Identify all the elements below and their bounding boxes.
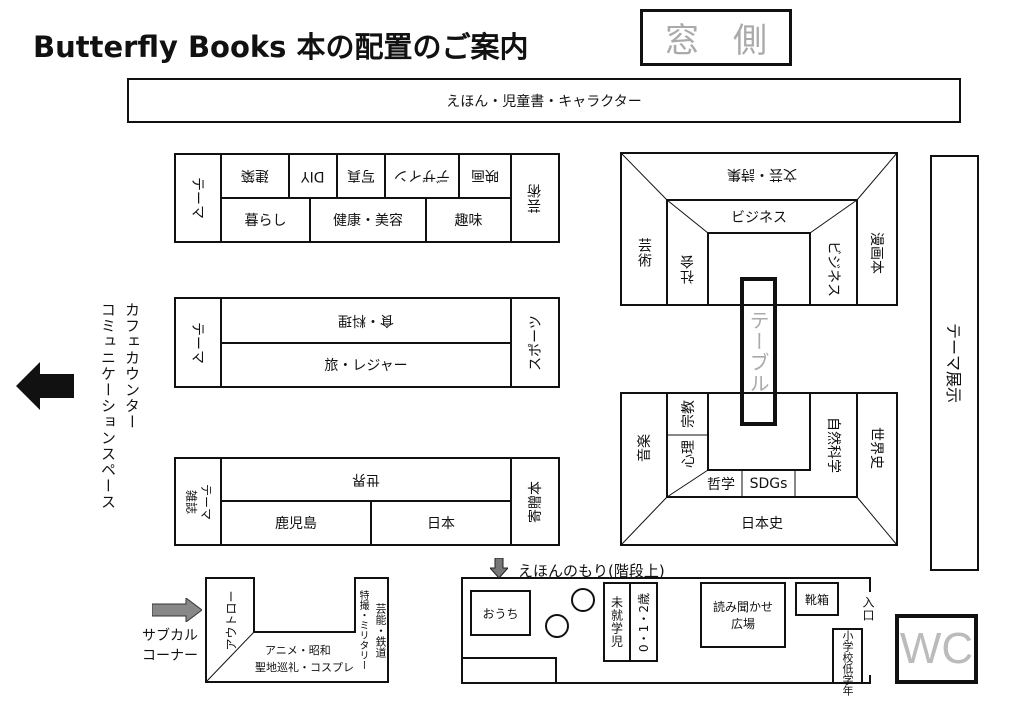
shelf-preschool: 未就学児: [603, 582, 631, 662]
restroom-label: WC: [899, 624, 974, 673]
down-arrow-icon: [490, 558, 508, 578]
theme-display: テーマ展示: [930, 155, 979, 571]
subculture-label: サブカルコーナー: [142, 626, 198, 666]
shelf-label: ビジネス: [824, 241, 841, 297]
storytime-label: 広場: [730, 617, 755, 631]
shelf-manga: 漫画本: [857, 200, 897, 305]
page-title: Butterfly Books 本の配置のご案内: [33, 30, 529, 64]
left-arrow-icon: [16, 362, 74, 410]
storytime-area: 読み聞かせ広場: [700, 582, 786, 648]
shelf-religion: 宗教: [667, 393, 708, 435]
shelf-label: えほん・児童書・キャラクター: [446, 93, 642, 110]
shelf-label: 芸能・鉄道: [374, 602, 387, 658]
shelf-literature: 文芸・詩集: [667, 155, 857, 195]
window-side-label: 窓 側: [640, 9, 792, 66]
table: テーブル: [740, 277, 777, 426]
shelf-donated: 寄贈本: [510, 457, 560, 546]
shelf-label: アニメ・昭和: [265, 644, 331, 657]
shelf-philosophy: 哲学: [700, 470, 742, 497]
shelf-label: SDGs: [749, 475, 788, 492]
shelf-elementary: 小学校低学年: [832, 628, 863, 696]
shelf-business-top: ビジネス: [708, 202, 810, 232]
communication-space-label: コミュニケーションスペース: [99, 302, 117, 510]
shelf-upper-art: 芸術: [621, 200, 667, 305]
shelf-label: 鹿児島: [275, 516, 317, 532]
shelf-label: 特撮・ミリタリー: [357, 590, 368, 670]
house-area: おうち: [470, 590, 531, 636]
shelf-label: ビジネス: [731, 210, 787, 226]
shelf-label: 社会: [679, 254, 696, 284]
shelf-label: 未就学児: [609, 596, 624, 648]
shelf-label: 芸術: [636, 237, 652, 268]
shelf-label: 聖地巡礼・コスプレ: [255, 661, 354, 674]
restroom: WC: [895, 614, 978, 684]
subculture-line1: サブカル: [142, 628, 198, 644]
shelf-label: 音楽: [637, 434, 653, 462]
shelf-japan-history: 日本史: [667, 500, 857, 545]
shelf-outlaw: アウトロー: [208, 580, 254, 660]
entrance-label: 入口: [861, 596, 875, 622]
picturebook-forest-label: えほんのもり(階段上): [518, 562, 665, 580]
window-side-text: 窓 側: [665, 21, 767, 61]
shelf-label: 0・1・2歳: [637, 592, 651, 652]
shelf-label: 漫画本: [868, 231, 884, 274]
shelf-label: 心理: [680, 440, 697, 468]
house-label: おうち: [482, 606, 519, 621]
shelf-hobby: 趣味: [425, 197, 512, 243]
shelf-label: アウトロー: [224, 589, 239, 651]
shelf-label: 文芸・詩集: [727, 166, 797, 182]
shelf-label: 日本: [427, 516, 455, 532]
shelf-sdgs: SDGs: [742, 470, 795, 497]
shoe-box-label: 靴箱: [804, 592, 829, 607]
table-label: テーブル: [746, 309, 770, 394]
shelf-anime: アニメ・昭和聖地巡礼・コスプレ: [255, 642, 354, 676]
shelf-baby: 0・1・2歳: [629, 582, 658, 662]
cafe-counter-label: カフェカウンター: [123, 302, 141, 430]
shelf-label: 暮らし: [244, 213, 287, 229]
shelf-label: 哲学: [707, 476, 735, 493]
shelf-label: 自然科学: [824, 417, 841, 473]
shelf-world-history: 世界史: [857, 393, 897, 503]
shelf-label: 宗教: [680, 400, 697, 428]
shelf-label: 世界史: [868, 427, 884, 469]
shelf-label: テーマ展示: [943, 322, 963, 404]
shelf-label: 健康・美容: [333, 213, 403, 229]
subculture-line2: コーナー: [142, 648, 198, 664]
shelf-label: 趣味: [454, 213, 483, 229]
shelf-society: 社会: [667, 233, 708, 305]
shoe-box: 靴箱: [795, 582, 839, 616]
storytime-label: 読み聞かせ: [712, 600, 773, 614]
shelf-label: 日本史: [741, 515, 783, 532]
shelf-picturebooks: えほん・児童書・キャラクター: [127, 78, 961, 123]
shelf-label: 小学校低学年: [841, 630, 854, 696]
shelf-entertainment: 芸能・鉄道特撮・ミリタリー: [355, 580, 388, 680]
shelf-label: 旅・レジャー: [324, 358, 408, 374]
shelf-psychology: 心理: [667, 435, 708, 473]
shelf-music: 音楽: [621, 393, 667, 503]
shelf-natural-science: 自然科学: [810, 393, 857, 497]
shelf-sports: スポーツ: [510, 297, 560, 388]
right-arrow-icon: [152, 598, 202, 622]
shelf-business-side: ビジネス: [810, 233, 857, 305]
